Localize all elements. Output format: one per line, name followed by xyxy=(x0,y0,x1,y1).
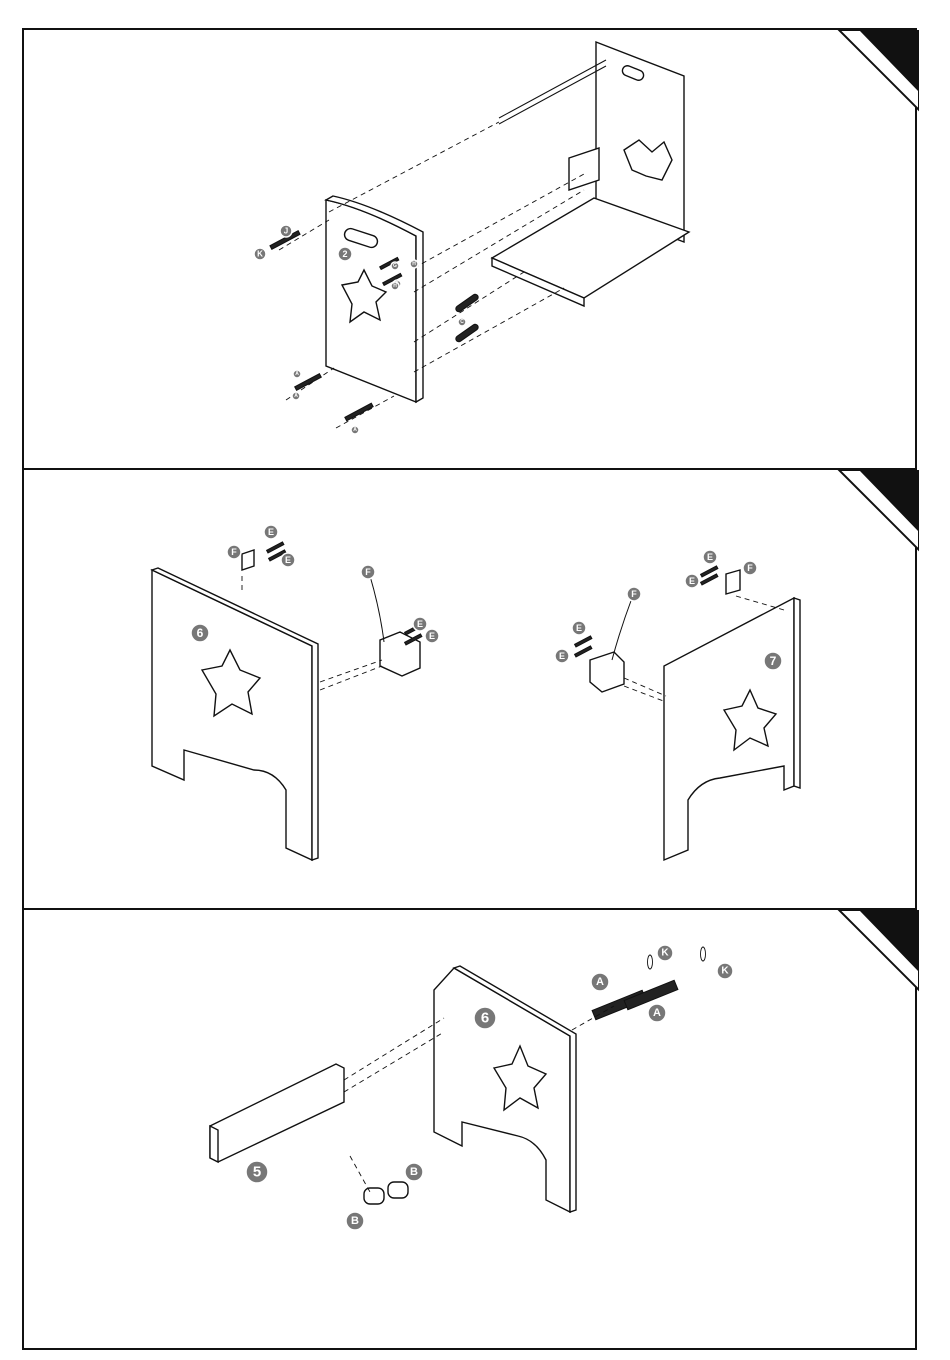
label-h-2: H xyxy=(391,282,399,290)
svg-text:B: B xyxy=(351,1215,359,1227)
svg-text:F: F xyxy=(231,547,237,557)
label-e-7: E xyxy=(703,550,717,564)
svg-text:E: E xyxy=(429,631,435,641)
label-e-6: E xyxy=(555,649,569,663)
step-1-panel: J K 2 G G H H A A C A xyxy=(22,28,917,470)
label-a-2: A xyxy=(648,1004,666,1022)
label-e-5: E xyxy=(572,621,586,635)
label-panel-2: 2 xyxy=(338,247,352,261)
label-f-2: F xyxy=(361,565,375,579)
label-e-2: E xyxy=(281,553,295,567)
washer-k-2-icon xyxy=(701,947,706,961)
step-3-illustration: 6 K K A A 5 B B xyxy=(24,910,919,1352)
bracket-f-top-right-icon xyxy=(726,570,740,594)
svg-text:B: B xyxy=(410,1166,418,1178)
step-3-panel: 6 K K A A 5 B B xyxy=(22,908,917,1350)
svg-text:A: A xyxy=(596,976,604,988)
label-e-8: E xyxy=(685,574,699,588)
svg-text:E: E xyxy=(559,651,565,661)
svg-text:E: E xyxy=(576,623,582,633)
side-rail-end xyxy=(569,148,599,190)
svg-text:E: E xyxy=(417,619,423,629)
svg-text:2: 2 xyxy=(342,249,347,259)
side-panel-6 xyxy=(152,570,312,860)
label-k-1: K xyxy=(657,945,673,961)
label-a-1: A xyxy=(591,973,609,991)
screw-e-6-icon xyxy=(575,646,592,657)
side-panel-6-step3 xyxy=(434,968,570,1212)
step-2-illustration: E E F 6 F E E E E F E E F 7 xyxy=(24,470,919,912)
svg-text:E: E xyxy=(285,555,291,565)
svg-text:A: A xyxy=(353,427,357,433)
label-f-4: F xyxy=(743,561,757,575)
label-e-1: E xyxy=(264,525,278,539)
svg-text:E: E xyxy=(707,552,713,562)
label-a-2: A xyxy=(292,392,300,400)
svg-text:6: 6 xyxy=(197,626,204,640)
dowel-g-bottom-icon xyxy=(455,323,480,343)
svg-text:E: E xyxy=(689,576,695,586)
label-f-1: F xyxy=(227,545,241,559)
svg-text:5: 5 xyxy=(253,1164,261,1181)
svg-text:K: K xyxy=(721,966,729,977)
label-k-2: K xyxy=(717,963,733,979)
svg-text:F: F xyxy=(631,589,637,599)
svg-text:G: G xyxy=(393,263,397,269)
svg-text:H: H xyxy=(393,283,397,289)
bolt-a-bottom-icon xyxy=(345,403,373,421)
svg-text:J: J xyxy=(284,227,288,236)
label-panel-5: 5 xyxy=(246,1161,268,1183)
label-panel-6: 6 xyxy=(191,624,209,642)
bracket-f-mid-right-icon xyxy=(590,652,624,692)
top-dowel-rod xyxy=(499,60,606,118)
label-h-1: H xyxy=(410,260,418,268)
svg-text:6: 6 xyxy=(481,1010,489,1027)
bracket-f-top-left-icon xyxy=(242,550,254,570)
svg-text:F: F xyxy=(747,563,753,573)
label-e-3: E xyxy=(413,617,427,631)
label-panel-6-step3: 6 xyxy=(474,1007,496,1029)
svg-text:K: K xyxy=(661,948,669,959)
side-panel-7 xyxy=(664,598,794,860)
rail-part-5 xyxy=(210,1064,344,1162)
step-2-panel: E E F 6 F E E E E F E E F 7 xyxy=(22,468,917,910)
barrel-nut-b-1-icon xyxy=(364,1188,384,1204)
label-c: C xyxy=(458,318,466,326)
label-j: J xyxy=(280,225,292,237)
label-b-1: B xyxy=(405,1163,423,1181)
label-a-1: A xyxy=(293,370,301,378)
label-e-4: E xyxy=(425,629,439,643)
svg-text:E: E xyxy=(268,527,274,537)
label-b-2: B xyxy=(346,1212,364,1230)
svg-text:7: 7 xyxy=(770,654,777,668)
barrel-nut-b-2-icon xyxy=(388,1182,408,1198)
label-a-3: A xyxy=(351,426,359,434)
svg-text:F: F xyxy=(365,567,371,577)
label-panel-7: 7 xyxy=(764,652,782,670)
washer-k-1-icon xyxy=(648,955,653,969)
svg-text:H: H xyxy=(412,261,416,267)
svg-text:A: A xyxy=(294,393,298,399)
svg-text:A: A xyxy=(295,371,299,377)
label-k: K xyxy=(254,248,266,260)
svg-text:A: A xyxy=(653,1007,661,1019)
label-f-3: F xyxy=(627,587,641,601)
step-1-illustration: J K 2 G G H H A A C A xyxy=(24,30,919,472)
svg-text:C: C xyxy=(460,319,464,325)
screw-e-5-icon xyxy=(575,636,592,647)
svg-text:K: K xyxy=(257,250,263,259)
label-g-1: G xyxy=(391,262,399,270)
